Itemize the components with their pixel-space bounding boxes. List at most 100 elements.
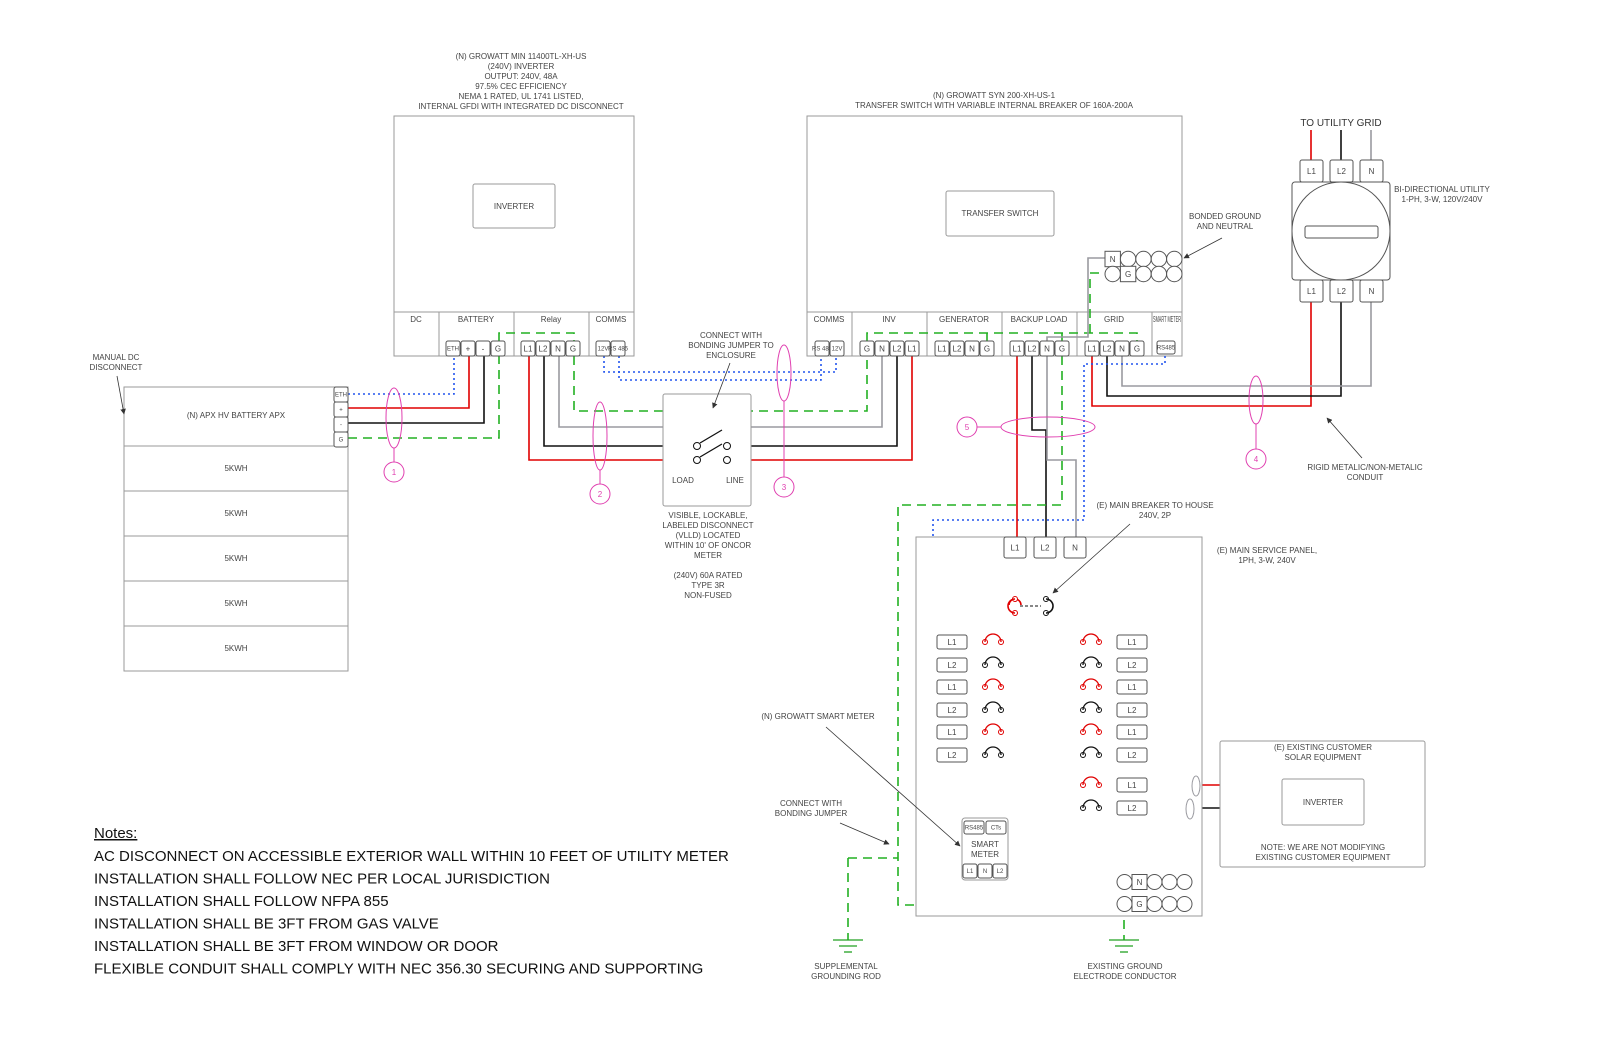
battery-terminal: - <box>333 416 349 433</box>
text-line: (N) GROWATT SMART METER <box>761 712 875 721</box>
terminal-label: - <box>482 345 485 354</box>
terminal-label: L2 <box>948 751 957 760</box>
terminal-label: L1 <box>948 683 957 692</box>
text-line: BONDING JUMPER <box>775 809 848 818</box>
terminal-label: - <box>340 423 342 429</box>
terminal-label: 12V <box>832 347 843 353</box>
smart-meter-port: CTs <box>985 820 1007 835</box>
terminal: L2 <box>535 340 551 357</box>
breaker <box>982 678 1004 690</box>
compartment-label: GENERATOR <box>939 315 989 324</box>
inverter: INVERTER DC BATTERY Relay COMMS <box>393 115 635 357</box>
existing-solar-equipment: INVERTER <box>1185 740 1426 868</box>
terminal-label: L2 <box>539 345 548 354</box>
module-label: 5KWH <box>224 509 247 518</box>
marker-number: 2 <box>598 490 603 499</box>
text-line: 1PH, 3-W, 240V <box>1238 556 1296 565</box>
terminal-label: CTs <box>991 826 1001 832</box>
compartment-label: Relay <box>541 315 561 324</box>
text-line: OUTPUT: 240V, 48A <box>484 72 558 81</box>
meter-terminal: N <box>1359 159 1384 183</box>
smart-meter-terminal: L1 <box>962 863 978 879</box>
text-line: BI-DIRECTIONAL UTILITY <box>1394 185 1490 194</box>
text-line: SMART <box>971 840 999 849</box>
notes: Notes: <box>94 825 137 842</box>
conduit-marker: 2 <box>589 401 611 505</box>
terminal: N <box>964 340 980 357</box>
terminal: N <box>1039 340 1055 357</box>
panel-breaker-terminal: L2 <box>1116 657 1148 673</box>
terminal-label: L1 <box>1128 683 1137 692</box>
terminal: G <box>1129 340 1145 357</box>
terminal: L1 <box>934 340 950 357</box>
bus-lug <box>1161 874 1178 890</box>
text-line: ELECTRODE CONDUCTOR <box>1074 972 1177 981</box>
breaker <box>1080 678 1102 690</box>
terminal: L2 <box>949 340 965 357</box>
text-line: LABELED DISCONNECT <box>662 521 753 530</box>
terminal-label: G <box>495 345 501 354</box>
terminal-label: L2 <box>893 345 902 354</box>
terminal-label: L1 <box>1011 544 1020 553</box>
panel-breaker-terminal: L2 <box>1116 747 1148 763</box>
terminal-label: G <box>339 438 344 444</box>
bus-letter: N <box>1110 255 1116 264</box>
ac-disconnect: LOAD LINE <box>662 393 752 507</box>
terminal-label: L1 <box>524 345 533 354</box>
terminal-label: L1 <box>908 345 917 354</box>
bus-lug <box>1176 874 1193 890</box>
text-line: TYPE 3R <box>691 581 725 590</box>
terminal: - <box>475 340 491 357</box>
text-line: INSTALLATION SHALL FOLLOW NEC PER LOCAL … <box>94 871 550 888</box>
text-line: INSTALLATION SHALL BE 3FT FROM WINDOW OR… <box>94 938 499 955</box>
text-line: (VLLD) LOCATED <box>676 531 741 540</box>
text-line: SOLAR EQUIPMENT <box>1285 753 1362 762</box>
terminal-label: G <box>864 345 870 354</box>
terminal-label: N <box>1044 345 1050 354</box>
text-line: CONNECT WITH <box>780 799 842 808</box>
terminal-label: L1 <box>1128 638 1137 647</box>
panel-breaker-terminal: L2 <box>1116 702 1148 718</box>
terminal-label: L2 <box>1028 345 1037 354</box>
text-line: METER <box>971 850 999 859</box>
text-line: BONDED GROUND <box>1189 212 1261 221</box>
battery-module <box>123 445 349 492</box>
terminal-label: N <box>879 345 885 354</box>
breaker <box>982 656 1004 668</box>
text-line: AND NEUTRAL <box>1197 222 1254 231</box>
compartment-label: BACKUP LOAD <box>1011 315 1068 324</box>
terminal-label: N <box>969 345 975 354</box>
terminal: G <box>565 340 581 357</box>
panel-breaker-terminal: L1 <box>936 679 968 695</box>
meter-terminal: L1 <box>1299 279 1324 303</box>
to-utility-grid-label: TO UTILITY GRID <box>1300 118 1381 129</box>
conduit-marker: 1 <box>383 387 405 483</box>
text-line: 1-PH, 3-W, 120V/240V <box>1402 195 1484 204</box>
marker-number: 1 <box>392 468 397 477</box>
text-line: (N) GROWATT SYN 200-XH-US-1 <box>933 91 1056 100</box>
breaker <box>1080 701 1102 713</box>
line-label: LINE <box>726 476 744 485</box>
terminal-label: G <box>570 345 576 354</box>
bus-lug <box>1146 896 1163 912</box>
panel-breaker-terminal: L2 <box>1116 800 1148 816</box>
terminal-label: N <box>1119 345 1125 354</box>
terminal: 12V <box>829 340 845 357</box>
breaker <box>1080 746 1102 758</box>
battery-module <box>123 535 349 582</box>
terminal-label: L2 <box>1337 167 1346 176</box>
battery-label: (N) APX HV BATTERY APX <box>187 411 286 420</box>
terminal-label: L2 <box>1103 345 1112 354</box>
text-line: MANUAL DC <box>93 353 140 362</box>
module-label: 5KWH <box>224 599 247 608</box>
panel-main-terminal: L2 <box>1033 536 1057 559</box>
compartment-label: COMMS <box>814 315 845 324</box>
bus-lug <box>1116 896 1133 912</box>
meter-terminal: L2 <box>1329 279 1354 303</box>
text-line: FLEXIBLE CONDUIT SHALL COMPLY WITH NEC 3… <box>94 961 703 978</box>
